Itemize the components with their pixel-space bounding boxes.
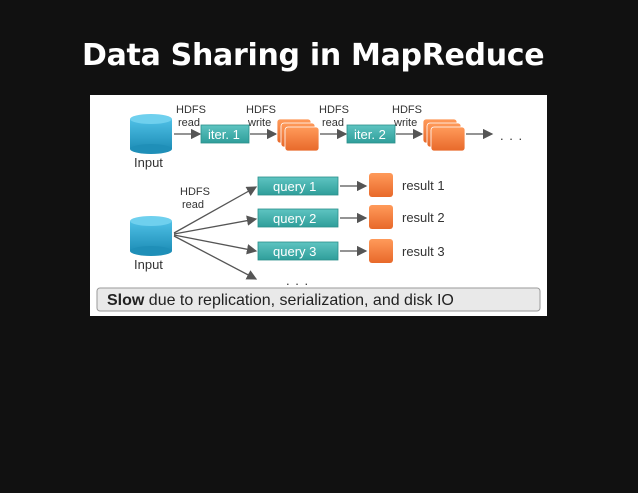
hdfs-label-3-line2: read bbox=[322, 117, 344, 129]
banner-bold-text: Slow bbox=[107, 292, 145, 309]
arrow-to-query-3 bbox=[173, 234, 258, 255]
input-disk-top bbox=[130, 114, 172, 154]
result-3-block bbox=[369, 239, 393, 263]
hdfs-label-4-line2: write bbox=[393, 117, 417, 129]
input-disk-bottom bbox=[130, 216, 172, 256]
iteration-ellipsis: . . . bbox=[500, 128, 523, 143]
hdfs-label-2-line2: write bbox=[247, 117, 271, 129]
query-3-label: query 3 bbox=[273, 244, 316, 259]
query-ellipsis: . . . bbox=[286, 273, 309, 288]
banner-rest-text: due to replication, serialization, and d… bbox=[144, 292, 454, 309]
input-label-top: Input bbox=[134, 155, 163, 170]
hdfs-label-3-line1: HDFS bbox=[319, 104, 349, 116]
iter-1-label: iter. 1 bbox=[208, 127, 240, 142]
slide-title: Data Sharing in MapReduce bbox=[82, 38, 545, 73]
hdfs-label-4-line1: HDFS bbox=[392, 104, 422, 116]
banner-text: Slow due to replication, serialization, … bbox=[107, 292, 454, 309]
mapreduce-diagram: Input HDFS read HDFS write HDFS read HDF… bbox=[90, 95, 547, 316]
iter-2-label: iter. 2 bbox=[354, 127, 386, 142]
intermediate-data-2 bbox=[422, 118, 466, 152]
hdfs-label-1-line1: HDFS bbox=[176, 104, 206, 116]
hdfs-label-1-line2: read bbox=[178, 117, 200, 129]
query-2-label: query 2 bbox=[273, 211, 316, 226]
arrow-to-query-more bbox=[173, 235, 258, 280]
input-label-bottom: Input bbox=[134, 257, 163, 272]
result-1-block bbox=[369, 173, 393, 197]
result-1-label: result 1 bbox=[402, 178, 445, 193]
query-3-box: query 3 bbox=[257, 241, 339, 261]
result-3-label: result 3 bbox=[402, 244, 445, 259]
result-2-block bbox=[369, 205, 393, 229]
result-2-label: result 2 bbox=[402, 210, 445, 225]
slow-banner: Slow due to replication, serialization, … bbox=[96, 287, 541, 312]
diagram-canvas: Input HDFS read HDFS write HDFS read HDF… bbox=[96, 104, 541, 312]
arrow-to-query-2 bbox=[173, 215, 258, 235]
query-2-box: query 2 bbox=[257, 208, 339, 228]
intermediate-data-1 bbox=[276, 118, 320, 152]
arrow-to-query-1 bbox=[173, 186, 258, 234]
query-1-label: query 1 bbox=[273, 179, 316, 194]
hdfs-label-2-line1: HDFS bbox=[246, 104, 276, 116]
query-1-box: query 1 bbox=[257, 176, 339, 196]
query-hdfs-line2: read bbox=[182, 199, 204, 211]
iter-2-box: iter. 2 bbox=[346, 124, 396, 144]
query-hdfs-line1: HDFS bbox=[180, 186, 210, 198]
iter-1-box: iter. 1 bbox=[200, 124, 250, 144]
